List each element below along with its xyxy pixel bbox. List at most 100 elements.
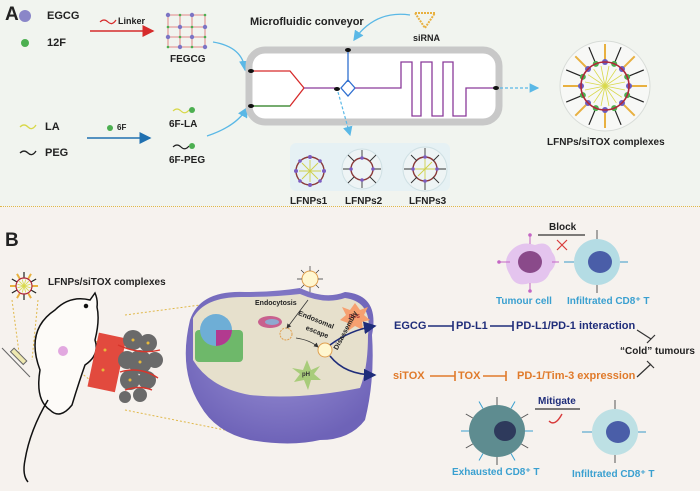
inner-spoke — [18, 285, 25, 292]
legend-egcg: EGCG — [47, 10, 80, 22]
6f-peg-icon — [172, 144, 190, 150]
receptor-spike — [510, 453, 516, 461]
inner-spoke — [21, 285, 25, 293]
receptor-spike — [478, 453, 484, 461]
particle-entering-icon — [297, 266, 323, 292]
peg-icon — [19, 150, 37, 156]
fegcg-grid-icon — [165, 12, 208, 50]
inner-spoke — [604, 81, 626, 87]
linker-icon — [99, 19, 117, 25]
spoke — [27, 273, 32, 280]
pathway-tox: TOX — [458, 370, 481, 382]
microfluidic-chip — [245, 46, 503, 126]
spoke — [588, 46, 597, 65]
6f-dot-icon — [107, 125, 113, 131]
syringe-icon — [1, 347, 31, 378]
inner-spoke — [23, 280, 30, 287]
disassembly-arrow-sitox — [329, 355, 377, 382]
receptor-spike — [465, 413, 474, 419]
panel-divider — [0, 206, 700, 207]
egcg-dot-icon — [19, 10, 31, 22]
inner-spoke — [23, 285, 27, 293]
inner-spoke — [604, 85, 617, 104]
disassembly-arrow-egcg — [329, 321, 377, 346]
infiltrated-top-label: Infiltrated CD8⁺ T — [567, 296, 650, 307]
product-label-3: LFNPs3 — [409, 196, 447, 207]
6f-la-icon — [172, 108, 190, 114]
tumour-tissue-illustration — [87, 330, 163, 403]
pathway-sitox: siTOX — [393, 370, 425, 382]
inner-spoke — [604, 65, 610, 87]
inner-spoke — [587, 85, 606, 98]
12f-dot-icon — [21, 39, 29, 47]
mitigate-marker — [535, 408, 580, 424]
receptor-spike — [478, 401, 484, 409]
sirna-arrow — [353, 13, 411, 42]
endocytosis-label: Endocytosis — [255, 300, 297, 307]
block-label: Block — [549, 222, 577, 233]
panel-a-label: A — [5, 4, 19, 25]
inner-spoke — [604, 74, 623, 87]
inner-spoke — [23, 285, 31, 289]
spoke — [16, 292, 21, 299]
fegcg-label: FEGCG — [170, 54, 206, 65]
legend-12f: 12F — [47, 37, 66, 49]
spoke — [621, 55, 636, 70]
inner-spoke — [604, 85, 623, 98]
spoke — [574, 55, 589, 70]
cold-tumour-inhibitions — [636, 329, 656, 378]
inner-spoke — [593, 68, 606, 87]
la-label: LA — [45, 121, 60, 133]
tumour-site-dot — [58, 346, 68, 356]
complex-label-a: LFNPs/siTOX complexes — [547, 137, 665, 148]
spoke — [11, 289, 18, 294]
receptor-spike — [520, 413, 529, 419]
lfnps3-icon — [402, 146, 448, 192]
peg-label: PEG — [45, 147, 69, 159]
lfnps2-icon — [341, 148, 383, 190]
inner-spoke — [18, 280, 25, 287]
spoke — [16, 273, 21, 280]
infiltrated-bottom-label: Infiltrated CD8⁺ T — [572, 469, 655, 480]
spoke — [613, 46, 622, 65]
receptor-spike — [510, 401, 516, 409]
cell-illustration — [185, 288, 374, 444]
inner-spoke — [23, 285, 30, 292]
6f-la-label: 6F-LA — [169, 119, 198, 130]
inner-spoke — [17, 285, 25, 289]
pathway-egcg: EGCG — [394, 320, 427, 332]
cold-tumours-label: “Cold” tumours — [620, 346, 695, 357]
spoke — [621, 102, 636, 117]
spoke — [27, 292, 32, 299]
ros-label: ROS — [349, 314, 360, 320]
inner-spoke — [17, 283, 25, 287]
pathway-pd-l1-pd-1: PD-L1/PD-1 interaction — [516, 320, 636, 332]
inner-spoke — [23, 283, 31, 287]
6f-to-conveyor-arrow — [206, 106, 248, 137]
spoke — [574, 102, 589, 117]
small-complex-icon — [10, 272, 38, 300]
inner-spoke — [600, 65, 606, 87]
inner-spoke — [604, 85, 610, 107]
receptor-spike — [465, 443, 474, 449]
linker-label: Linker — [118, 16, 146, 26]
product-label-1: LFNPs1 — [290, 196, 328, 207]
spoke — [588, 107, 597, 126]
fegcg-to-conveyor-arrow — [212, 41, 250, 72]
block-marker — [538, 234, 585, 251]
la-icon — [19, 124, 37, 130]
pathway-pd-1-tim-3: PD-1/Tim-3 expression — [517, 370, 636, 382]
inner-spoke — [584, 85, 606, 91]
lfnps1-icon — [294, 155, 326, 187]
pathway-pd-l1: PD-L1 — [456, 320, 488, 332]
mouse-illustration — [23, 291, 99, 483]
pathway-bottom-inhibitions — [430, 371, 507, 381]
sirna-icon — [413, 12, 437, 30]
spoke — [30, 278, 37, 283]
infiltrated-cd8-t-bottom-icon — [582, 400, 646, 463]
exhausted-label: Exhausted CD8⁺ T — [452, 467, 540, 478]
exhausted-cd8-t-icon — [461, 397, 533, 465]
inner-spoke — [593, 85, 606, 104]
tumour-cell-label: Tumour cell — [496, 296, 552, 307]
complex-label-b: LFNPs/siTOX complexes — [48, 277, 166, 288]
